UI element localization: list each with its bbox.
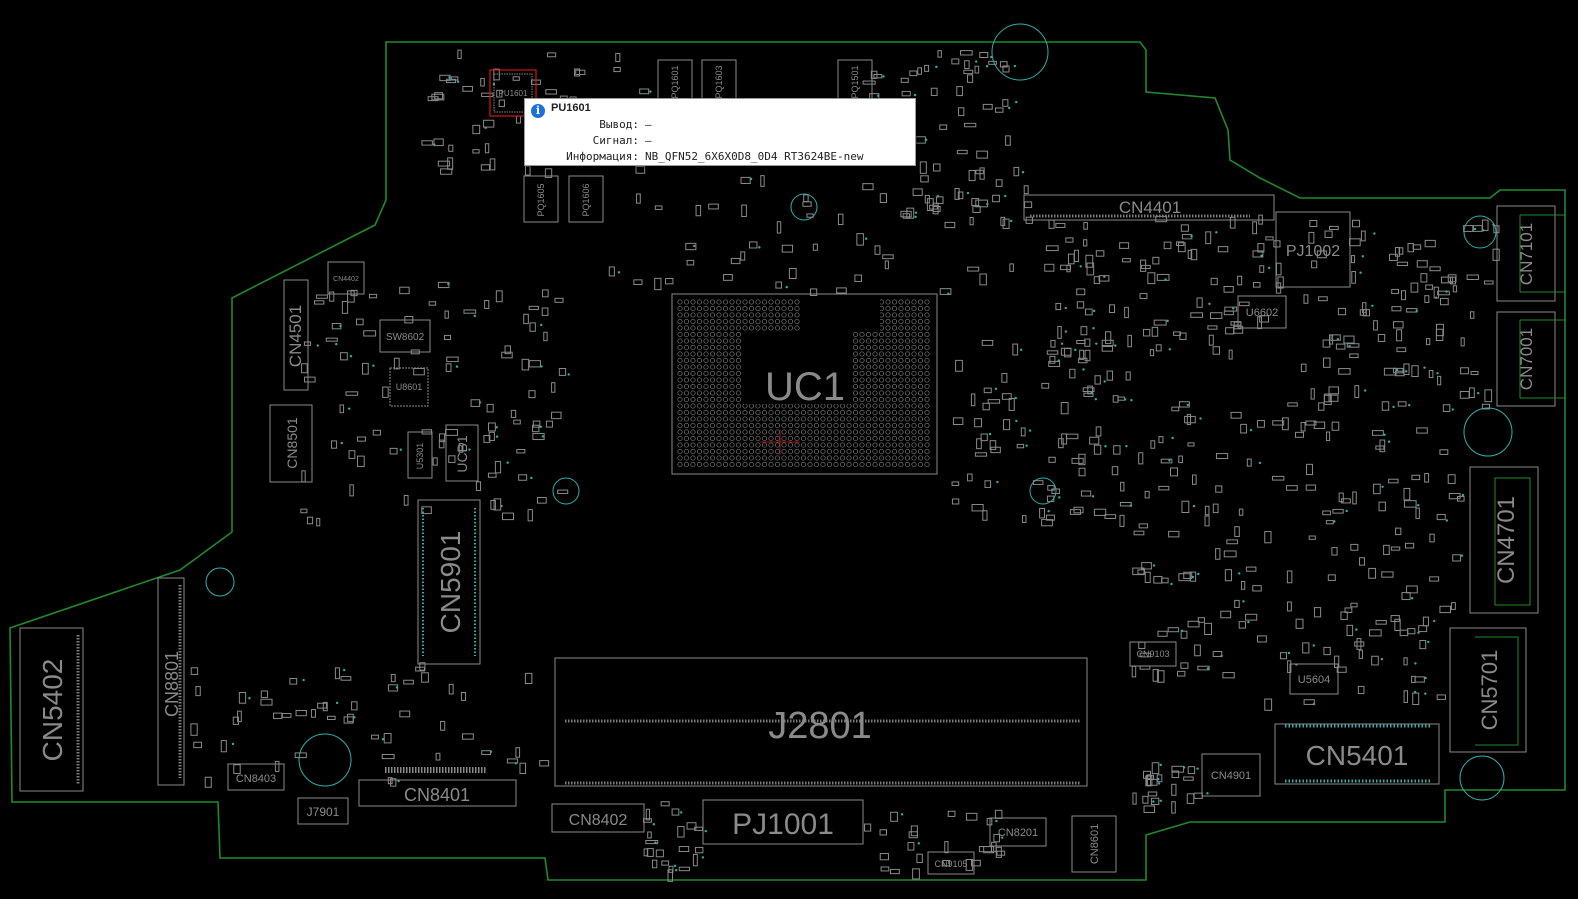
component-cn9105[interactable]: CN9105 <box>927 851 975 875</box>
u8601-label: U8601 <box>396 382 423 392</box>
component-cn8801[interactable]: CN8801 <box>157 577 185 786</box>
cn4401-label: CN4401 <box>1119 198 1181 217</box>
tooltip-value: — <box>645 118 652 131</box>
pj1001-label: PJ1001 <box>732 808 834 841</box>
pj1002-label: PJ1002 <box>1286 243 1340 260</box>
component-u6602[interactable]: U6602 <box>1237 295 1287 329</box>
component-cn8601[interactable]: CN8601 <box>1071 815 1117 873</box>
cn5401-label: CN5401 <box>1306 740 1409 771</box>
cn4402-label: CN4402 <box>333 276 359 283</box>
component-cn9103[interactable]: CN9103 <box>1129 641 1177 667</box>
cn5701-label: CN5701 <box>1477 650 1502 731</box>
component-u5301[interactable]: U5301 <box>407 431 433 479</box>
u6602-label: U6602 <box>1246 307 1278 319</box>
mounting-holes <box>205 23 1513 801</box>
component-pq1606[interactable]: PQ1606 <box>568 175 604 223</box>
tooltip-title: PU1601 <box>551 102 591 114</box>
j2801-label: J2801 <box>768 705 872 747</box>
cn7001-label: CN7001 <box>1517 328 1536 390</box>
component-cn8501[interactable]: CN8501 <box>269 404 313 483</box>
component-cn4402[interactable]: CN4402 <box>327 261 365 295</box>
tooltip-row-signal: Сигнал: — <box>525 134 909 147</box>
pq1606-label: PQ1606 <box>581 183 591 216</box>
cn5901-label: CN5901 <box>435 531 466 634</box>
cn7101-label: CN7101 <box>1517 223 1536 285</box>
pq1601-label: PQ1601 <box>670 65 680 98</box>
tooltip-key: Информация: <box>566 150 639 163</box>
tooltip-value: NB_QFN52_6X6X0D8_0D4 RT3624BE-new <box>645 150 864 163</box>
sw8602-label: SW8602 <box>386 332 425 343</box>
component-cn4701[interactable]: CN4701 <box>1469 466 1539 614</box>
cn8402-label: CN8402 <box>569 812 628 829</box>
component-cn4901[interactable]: CN4901 <box>1201 753 1261 797</box>
tooltip-row-info: Информация: NB_QFN52_6X6X0D8_0D4 RT3624BE… <box>525 150 909 163</box>
component-cn8403[interactable]: CN8403 <box>227 763 285 791</box>
j7901-label: J7901 <box>307 805 340 819</box>
cn8501-label: CN8501 <box>284 417 300 469</box>
cn8403-label: CN8403 <box>236 773 276 785</box>
tooltip-row-pin: Вывод: — <box>525 118 909 131</box>
cn4901-label: CN4901 <box>1211 770 1251 782</box>
component-j7901[interactable]: J7901 <box>297 797 349 825</box>
pq1605-label: PQ1605 <box>536 183 546 216</box>
u5604-label: U5604 <box>1298 674 1330 686</box>
component-cn8201[interactable]: CN8201 <box>989 817 1047 847</box>
component-cn4501[interactable]: CN4501 <box>283 279 309 391</box>
component-pq1605[interactable]: PQ1605 <box>523 175 559 223</box>
component-ucb1[interactable]: UCB1 <box>445 424 479 482</box>
component-cn5401[interactable]: CN5401 <box>1274 723 1440 785</box>
tooltip-key: Вывод: <box>599 118 639 131</box>
ucb1-label: UCB1 <box>454 435 470 473</box>
uc1-label: UC1 <box>765 365 845 409</box>
board-outline <box>9 41 1566 881</box>
component-cn8401[interactable]: CN8401 <box>358 767 517 807</box>
component-pj1001[interactable]: PJ1001 <box>702 799 864 845</box>
u5301-label: U5301 <box>415 443 425 470</box>
component-cn5901[interactable]: CN5901 <box>417 499 481 665</box>
component-sw8602[interactable]: SW8602 <box>379 319 431 353</box>
component-cn8402[interactable]: CN8402 <box>551 803 645 833</box>
component-cn5701[interactable]: CN5701 <box>1449 627 1527 753</box>
component-uc1[interactable]: UC1 <box>671 293 938 475</box>
pq1501-label: PQ1501 <box>850 65 860 98</box>
cn8201-label: CN8201 <box>998 827 1038 839</box>
component-u5604[interactable]: U5604 <box>1289 663 1339 695</box>
component-cn7101[interactable]: CN7101 <box>1496 205 1565 302</box>
cn8601-label: CN8601 <box>1089 824 1101 864</box>
tooltip-key: Сигнал: <box>592 134 639 147</box>
cn8401-label: CN8401 <box>404 785 470 805</box>
cn9105-label: CN9105 <box>934 859 967 869</box>
component-pj1002[interactable]: PJ1002 <box>1275 211 1351 288</box>
pq1603-label: PQ1603 <box>714 65 724 98</box>
cn4501-label: CN4501 <box>286 305 305 367</box>
info-icon: i <box>531 104 545 118</box>
pu1601-label: PU1601 <box>499 89 528 98</box>
component-cn7001[interactable]: CN7001 <box>1496 311 1565 407</box>
cn9103-label: CN9103 <box>1136 649 1169 659</box>
component-cn5402[interactable]: CN5402 <box>19 627 84 792</box>
tooltip-value: — <box>645 134 652 147</box>
component-j2801[interactable]: J2801 <box>554 657 1088 787</box>
cn4701-label: CN4701 <box>1493 496 1520 584</box>
small-components <box>190 49 1500 882</box>
component-pu1601[interactable]: PU1601 <box>489 69 537 117</box>
cn8801-label: CN8801 <box>162 651 182 717</box>
component-tooltip: i PU1601 Вывод: — Сигнал: — Информация: NB_… <box>524 98 916 166</box>
cn5402-label: CN5402 <box>37 659 68 762</box>
component-u8601[interactable]: U8601 <box>389 367 429 407</box>
component-cn4401[interactable]: CN4401 <box>1023 194 1275 221</box>
